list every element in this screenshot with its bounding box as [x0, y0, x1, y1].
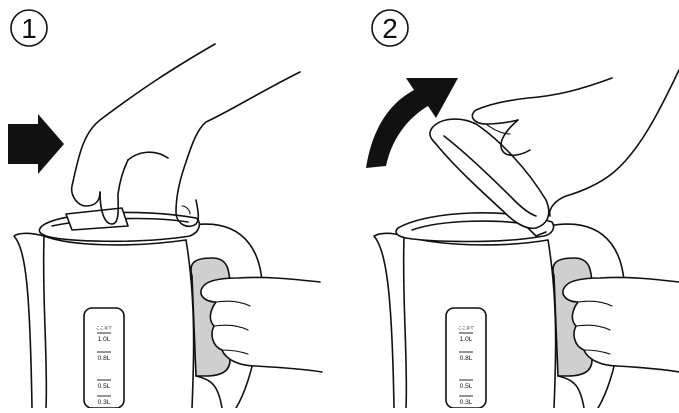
step-1-badge: 1 [11, 10, 47, 46]
step-2-badge: 2 [372, 10, 408, 46]
water-level-window-2: ここまで 1.0L 0.8L 0.5L 0.3L [446, 308, 486, 408]
push-arrow-icon [8, 114, 64, 174]
scale-mark-0-3-b: 0.3L [460, 399, 473, 406]
scale-mark-0-5-b: 0.5L [460, 383, 473, 390]
scale-mark-0-3: 0.3L [98, 399, 111, 406]
scale-mark-0-5: 0.5L [98, 383, 111, 390]
pressing-hand [72, 44, 300, 226]
step-1-number: 1 [21, 13, 37, 44]
step-1-panel: 1 [8, 10, 322, 408]
scale-mark-1-0: 1.0L [98, 336, 111, 343]
scale-mark-0-8: 0.8L [98, 355, 111, 362]
scale-top-text: ここまで [96, 325, 112, 330]
scale-top-text-2: ここまで [458, 325, 474, 330]
step-2-panel: 2 [366, 10, 679, 408]
scale-mark-0-8-b: 0.8L [460, 355, 473, 362]
step-2-number: 2 [382, 13, 398, 44]
scale-mark-1-0-b: 1.0L [460, 336, 473, 343]
water-level-window: ここまで 1.0L 0.8L 0.5L 0.3L [84, 308, 124, 408]
